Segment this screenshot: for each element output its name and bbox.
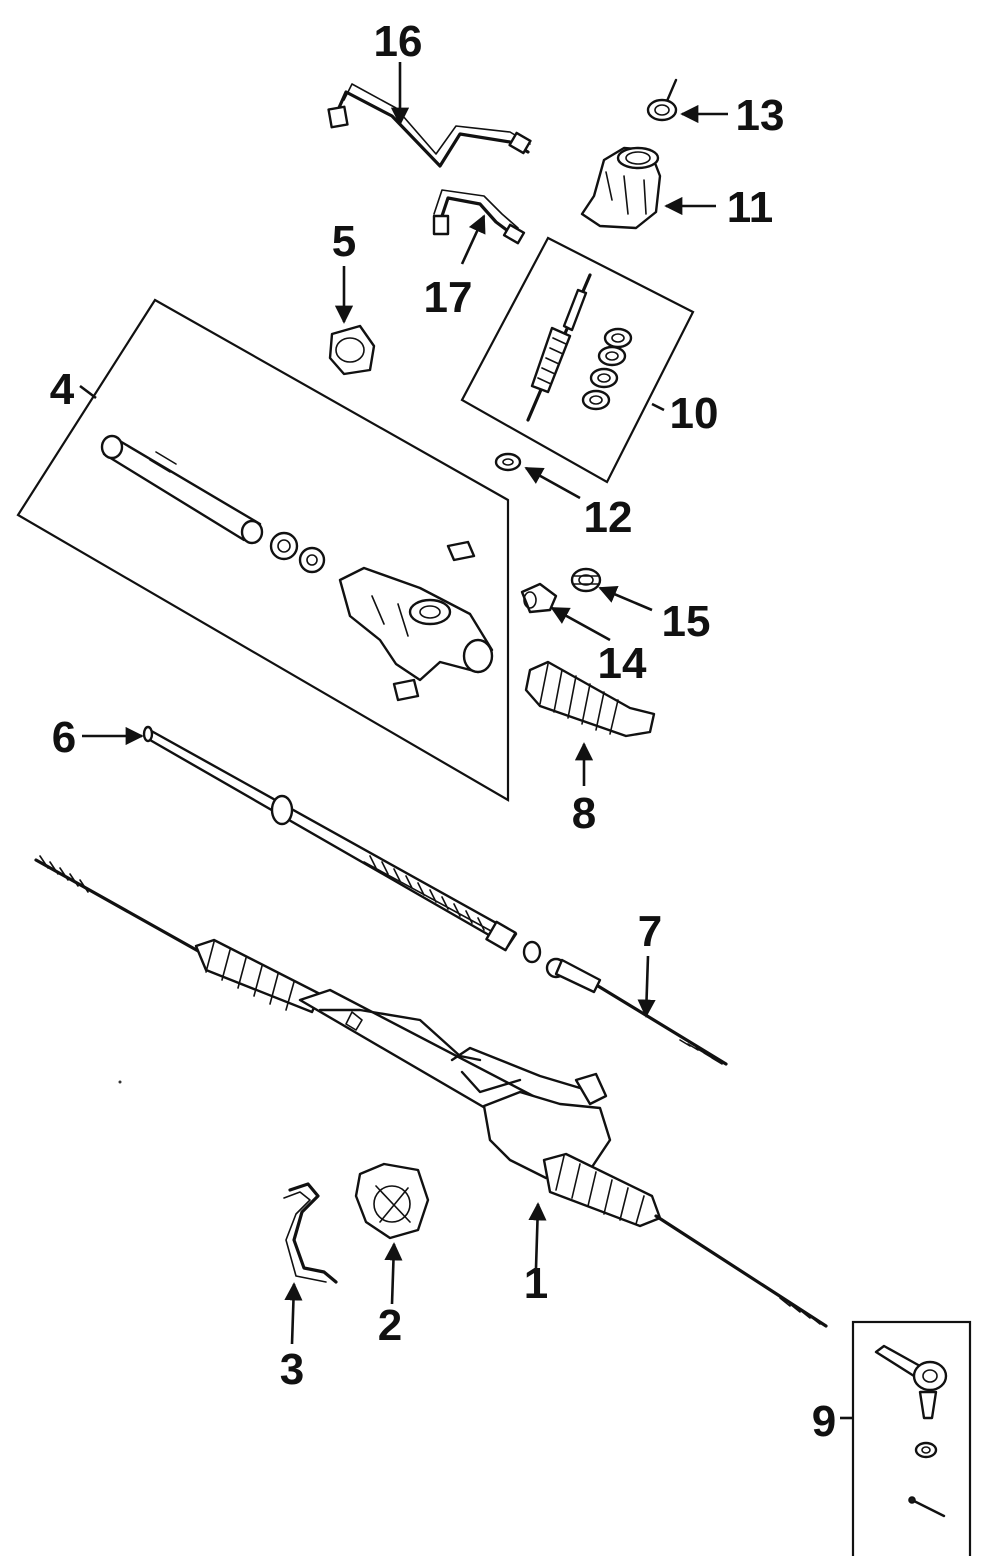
seal-13 (646, 78, 678, 122)
mount-bushing-2 (354, 1162, 430, 1240)
pressure-line-16 (327, 83, 532, 168)
callout-4: 4 (50, 365, 75, 414)
rack-and-pinion-assembly-1 (34, 855, 828, 1328)
callout-3: 3 (280, 1345, 304, 1394)
speck (118, 1080, 122, 1084)
callout-9: 9 (812, 1397, 836, 1446)
leader-14 (550, 606, 611, 642)
lock-nut-15 (570, 567, 602, 593)
return-line-17 (432, 189, 526, 245)
leader-4 (79, 384, 97, 400)
leader-15 (598, 586, 653, 612)
tie-rod-end-9 (874, 1344, 948, 1518)
rack-6 (142, 725, 542, 964)
callout-15: 15 (662, 597, 711, 646)
valve-housing-11 (580, 146, 662, 230)
callout-1: 1 (524, 1259, 548, 1308)
callout-11: 11 (727, 183, 774, 232)
leader-12 (524, 466, 581, 500)
callout-2: 2 (378, 1301, 402, 1350)
callout-14: 14 (598, 639, 647, 688)
leader-17 (460, 214, 486, 265)
gear-housing-4 (100, 434, 494, 702)
callout-5: 5 (332, 217, 356, 266)
bushing-5 (328, 324, 376, 376)
group-box-10 (460, 236, 695, 484)
boot-8 (524, 660, 656, 738)
callout-12: 12 (584, 493, 633, 542)
leader-7 (637, 955, 656, 1018)
callout-10: 10 (670, 389, 719, 438)
leader-10 (651, 402, 665, 412)
group-box-9 (851, 1320, 972, 1556)
leader-lines (79, 62, 854, 1420)
callout-17: 17 (424, 273, 473, 322)
callout-13: 13 (736, 91, 785, 140)
leader-1 (528, 1202, 547, 1269)
valve-pinion-10 (526, 273, 633, 422)
leader-3 (284, 1282, 303, 1345)
group-box-4 (16, 298, 510, 802)
callout-numbers: 1 2 3 4 5 6 7 8 9 10 11 12 13 14 15 16 1… (50, 17, 836, 1446)
adjuster-plug-14 (520, 582, 558, 614)
callout-8: 8 (572, 789, 596, 838)
callout-7: 7 (638, 907, 662, 956)
callout-6: 6 (52, 713, 76, 762)
inner-tie-rod-7 (545, 957, 728, 1066)
clamp-3 (283, 1182, 338, 1284)
leader-2 (384, 1242, 403, 1305)
callout-16: 16 (374, 17, 423, 66)
seal-12 (494, 452, 522, 472)
